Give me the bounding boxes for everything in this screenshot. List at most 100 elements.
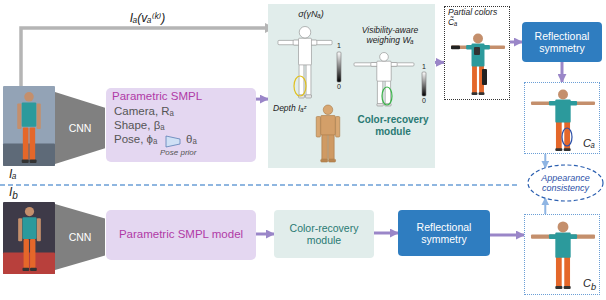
node-graphic [274,8,348,100]
figure-arm [37,104,41,130]
figure-leg [472,65,477,94]
figure-leg [24,239,29,268]
photo-background [3,86,55,166]
node-text: Camera, Rₐ [114,105,174,118]
node-text: Pose, ϕₐ [114,133,157,146]
color-recovery-panel: Color-recovery moduleσ(γNₐ)Depth IₐᶻVisi… [268,4,435,168]
cnn-block: CNN [55,204,105,270]
flow-arrow [256,98,268,101]
figure-head [380,53,389,62]
figure-torso [22,217,36,239]
node-text: CNN [69,122,92,134]
figure-leg [556,121,562,150]
figure-shoe [321,159,328,162]
symmetry-box: Reflectional symmetry [398,210,490,256]
node-text: Color-recovery module [280,222,368,246]
text-part: C [583,277,591,289]
trapezoid-shape [55,92,105,164]
figure-leg [385,80,390,105]
figure-leg [23,128,29,161]
flow-arrow [561,62,564,82]
highlight-ellipse [294,76,306,96]
node-graphic [3,86,55,166]
node-text: Appearance consistency [533,173,598,194]
highlight-ellipse [382,87,392,105]
node-text: CNN [69,231,92,243]
figure-leg [322,134,328,160]
smpl-box: Parametric SMPL model [106,210,256,260]
figure-torso [377,61,391,81]
pose-prior-icon [166,136,180,147]
colorbar-tick: 1 [422,63,426,70]
symmetry-box: Reflectional symmetry [522,22,602,62]
node-text: Shape, βₐ [114,119,165,132]
figure-head [323,105,333,115]
figure-arm [17,104,21,130]
figure-arm [316,117,320,138]
figure-shoe [472,92,478,95]
figure-leg [329,134,335,160]
figure-torso [321,116,336,135]
input-photo: Ib [3,202,55,274]
node-text: θₐ [186,133,197,146]
figure-leg [564,256,570,287]
photo-background [3,202,55,274]
separator-line [0,184,520,185]
node-text: Color-recovery module [354,114,432,137]
node-text: Cₐ [583,137,595,150]
figure-torso [299,38,312,65]
figure-head [558,90,568,100]
flow-arrow [544,154,546,168]
colorbar-tick: 0 [422,97,426,104]
flow-arrow [21,28,274,86]
flow-arrow [374,232,398,235]
node-text: Partial colors C̃ₐ [448,8,508,28]
flow-arrow [510,41,522,44]
figure-head [24,92,34,102]
figure-arm [336,117,340,138]
figure-shoe [30,268,37,271]
missing-color-patch [474,47,480,55]
figure-arm [18,218,22,241]
figure-shoe [30,159,37,163]
flow-arrow [544,198,546,214]
figure-head [558,222,569,233]
texture-image: Cb [524,214,600,295]
color-bar [337,52,341,82]
figure-torso [22,103,37,127]
trapezoid-shape [55,204,105,270]
flow-arrow [256,233,274,236]
partial-colors-image: Partial colors C̃ₐ [444,6,510,100]
figure-head [25,207,34,216]
text-subscript: b [12,190,18,201]
color-bar [422,72,426,96]
consistency-ellipse: Appearance consistency [527,164,604,202]
node-graphic [3,202,55,274]
figure-shoe [555,148,562,151]
figure-leg [556,256,562,287]
node-text: Cb [583,277,596,293]
figure-shoe [479,92,485,95]
colorbar-tick: 0 [337,83,341,90]
photo-floor [3,252,55,274]
figure-torso [555,233,570,258]
photo-floor [3,144,55,166]
node-text: Iₐ [9,168,17,182]
colorbar-tick: 1 [337,42,341,49]
figure-shoe [22,159,29,163]
node-text: Reflectional symmetry [528,30,596,54]
figure-head [299,27,311,39]
input-photo: Iₐ [3,86,55,166]
texture-image: Cₐ [524,82,600,154]
missing-color-patch [482,69,487,85]
figure-shoe [564,286,571,289]
node-text: Reflectional symmetry [404,221,484,245]
node-text: Pose prior [160,148,196,157]
node-text: Depth Iₐᶻ [273,104,311,114]
text-part: I [9,185,12,199]
figure-leg [299,63,304,96]
figure-leg [30,128,36,161]
cnn-block: CNN [55,92,105,164]
